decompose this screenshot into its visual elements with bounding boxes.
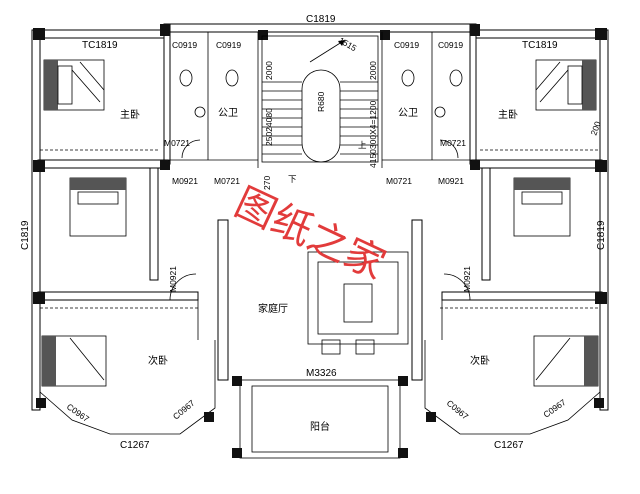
door-m0921-b: M0921: [438, 176, 464, 186]
door-m3326: M3326: [306, 368, 337, 379]
bed-master-right: [535, 59, 597, 111]
dim-200: 200: [588, 120, 602, 137]
window-c0919-b: C0919: [216, 40, 241, 50]
room-label-master-right: 主卧: [498, 108, 518, 121]
window-c0919-d: C0919: [438, 40, 463, 50]
structural-columns: [33, 24, 607, 458]
window-c1267-left: C1267: [120, 440, 150, 451]
stair-dim-small: 270: [262, 176, 272, 190]
door-m0921-a: M0921: [172, 176, 198, 186]
door-m0721-d: M0721: [440, 138, 466, 148]
door-m0921-left: M0921: [168, 266, 178, 292]
stair-radius: R680: [316, 91, 326, 112]
door-swings: [169, 139, 471, 301]
window-tc-left: TC1819: [82, 40, 118, 51]
stair-dim-top: 1515: [337, 35, 359, 53]
door-m0721-c: M0721: [386, 176, 412, 186]
interior-walls: [40, 32, 600, 340]
sofa-set: [307, 251, 409, 355]
bed-second-right: [533, 335, 599, 387]
room-label-family-hall: 家庭厅: [258, 302, 288, 315]
bed-middle-left: [69, 177, 127, 237]
stair-dim-right-1: 2000: [368, 61, 378, 80]
door-m0921-right: M0921: [462, 266, 472, 292]
window-c1267-right: C1267: [494, 440, 524, 451]
stair-down-label: 下: [288, 174, 297, 184]
window-c0967-d: C0967: [541, 397, 567, 420]
door-m0721-a: M0721: [164, 138, 190, 148]
window-c0967-c: C0967: [445, 398, 471, 422]
bed-middle-right: [513, 177, 571, 237]
stair-dim-left-2: 25024080: [264, 108, 274, 146]
room-label-second-right: 次卧: [470, 354, 490, 367]
room-label-balcony: 阳台: [310, 420, 330, 433]
watermark-text: 图纸之家: [228, 179, 392, 288]
bed-second-left: [41, 335, 107, 387]
window-side-right: C1819: [596, 220, 607, 250]
window-c0967-a: C0967: [65, 401, 91, 424]
bed-master-left: [43, 59, 105, 111]
room-label-master-left: 主卧: [120, 108, 140, 121]
bath-fixtures: [179, 69, 463, 118]
window-c0919-a: C0919: [172, 40, 197, 50]
room-label-bath-left: 公卫: [218, 108, 238, 119]
stair-dim-right-2: 4150300X4=1200: [368, 100, 378, 168]
stair-dim-left-1: 2000: [264, 61, 274, 80]
window-side-left: C1819: [20, 220, 31, 250]
window-c0967-b: C0967: [171, 398, 197, 422]
window-tc-right: TC1819: [522, 40, 558, 51]
door-m0721-b: M0721: [214, 176, 240, 186]
window-c0919-c: C0919: [394, 40, 419, 50]
room-label-second-left: 次卧: [148, 354, 168, 367]
staircase: [261, 35, 379, 163]
room-label-bath-right: 公卫: [398, 108, 418, 119]
stair-up-label: 上: [358, 140, 367, 150]
window-top-center: C1819: [306, 14, 336, 25]
